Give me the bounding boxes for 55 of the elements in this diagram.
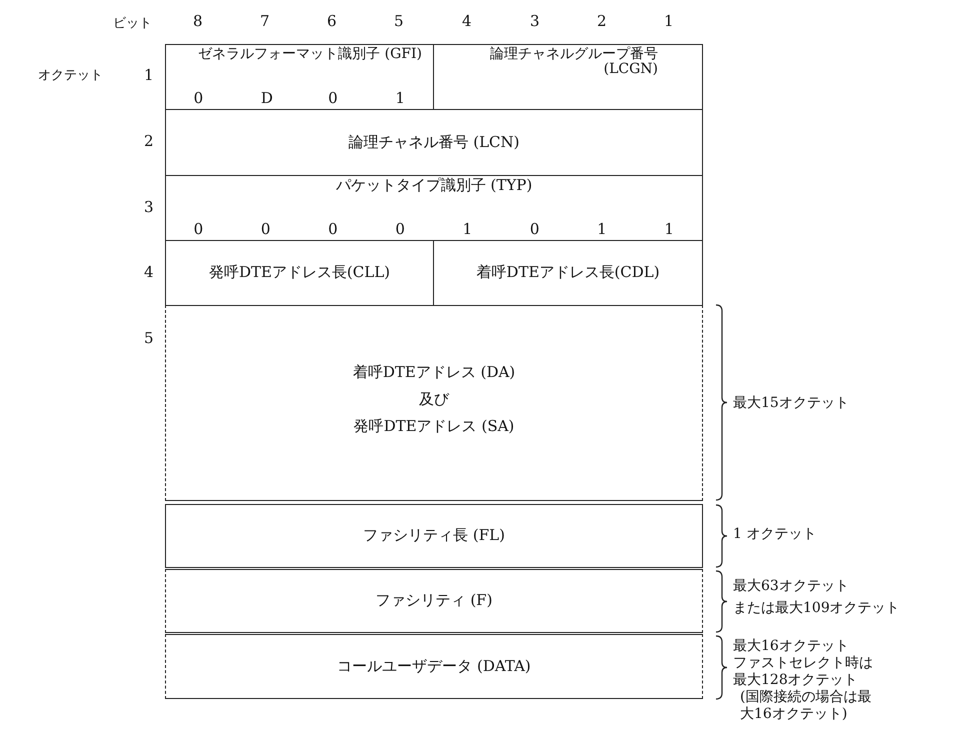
bit-number: 6 (327, 12, 337, 30)
field-cell (165, 109, 703, 176)
octet-number: 1 (144, 66, 154, 84)
field-name: コールユーザデータ (DATA) (337, 658, 531, 675)
field-name: 着呼DTEアドレス (DA) (352, 364, 516, 382)
bit-number: 1 (664, 12, 674, 30)
bit-number: 2 (597, 12, 607, 30)
field-cell (165, 305, 703, 501)
bit-value: 0 (260, 220, 270, 238)
field-cell (165, 504, 703, 568)
bit-value: 1 (664, 220, 674, 238)
bit-value: 0 (328, 90, 338, 107)
field-cell (165, 569, 703, 633)
octet-number: 3 (144, 198, 154, 216)
bit-value: 0 (530, 220, 540, 238)
bit-label: ビット (113, 15, 152, 32)
field-name: パケットタイプ識別子 (TYP) (336, 177, 532, 194)
bit-number: 3 (530, 12, 540, 30)
octet-number: 4 (144, 263, 154, 281)
field-name: 論理チャネルグループ番号 (LCGN) (489, 47, 658, 78)
field-name: 論理チャネル番号 (LCN) (348, 134, 520, 151)
octet-number: 2 (144, 132, 154, 150)
bit-value: 0 (328, 220, 338, 238)
octet-label: オクテット (38, 67, 103, 84)
field-name: 発呼DTEアドレス (SA) (354, 418, 514, 436)
bit-number: 7 (260, 12, 270, 30)
bit-number: 5 (394, 12, 404, 30)
field-name: ゼネラルフォーマット識別子 (GFI) (197, 47, 422, 62)
size-note: 最大128オクテット (733, 672, 858, 689)
bit-value: 0 (395, 220, 405, 238)
bit-value: D (260, 90, 273, 107)
size-note: 最大15オクテット (733, 395, 849, 412)
bit-value: 1 (395, 90, 405, 107)
field-name: 及び (419, 391, 449, 408)
bit-number: 8 (193, 12, 203, 30)
size-note: 1 オクテット (733, 526, 816, 543)
field-cell (165, 175, 703, 241)
field-name: ファシリティ長 (FL) (363, 527, 505, 544)
bit-value: 0 (194, 220, 204, 238)
size-note: または最大109オクテット (733, 600, 900, 617)
size-note: 最大63オクテット (733, 578, 849, 595)
size-note: (国際接続の場合は最大16オクテット) (740, 689, 872, 723)
field-name: 発呼DTEアドレス長(CLL) (208, 264, 390, 282)
field-cell (433, 44, 703, 110)
field-name: ファシリティ (F) (376, 592, 492, 610)
field-name: 着呼DTEアドレス長(CDL) (476, 264, 660, 282)
size-note: 最大16オクテット (733, 638, 849, 655)
size-note: ファストセレクト時は (733, 655, 873, 672)
field-cell (165, 44, 434, 110)
bit-value: 1 (462, 220, 472, 238)
bit-number: 4 (462, 12, 472, 30)
field-cell (165, 634, 703, 699)
octet-number: 5 (144, 329, 154, 347)
bit-value: 1 (597, 220, 607, 238)
bit-value: 0 (194, 90, 204, 107)
